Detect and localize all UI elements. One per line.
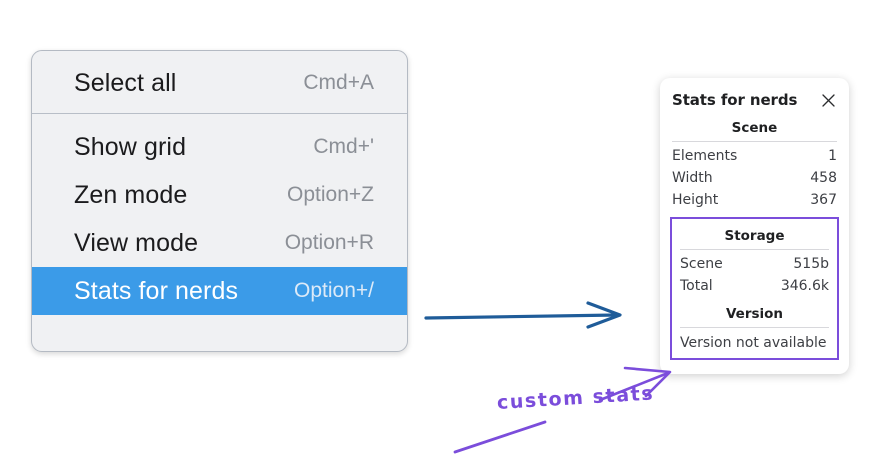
version-section: Version Version not available [678,297,831,352]
menu-item-zen-mode[interactable]: Zen mode Option+Z [32,171,407,219]
context-menu: Select all Cmd+A Show grid Cmd+' Zen mod… [31,50,408,352]
stats-panel: Stats for nerds Scene Elements 1 Width 4… [660,78,849,374]
stat-label: Scene [680,256,723,272]
menu-item-label: Stats for nerds [74,276,239,305]
storage-section-title: Storage [724,228,785,244]
annotation-label: custom stats [496,382,655,414]
stat-row-width: Width 458 [672,167,837,189]
stat-value: 458 [810,170,837,186]
menu-item-label: Show grid [74,132,187,161]
menu-item-shortcut: Option+Z [287,183,374,206]
menu-item-view-mode[interactable]: View mode Option+R [32,219,407,267]
menu-item-label: Zen mode [74,180,188,209]
menu-item-show-grid[interactable]: Show grid Cmd+' [32,123,407,171]
scene-section: Scene Elements 1 Width 458 Height 367 [670,111,839,211]
version-note: Version not available [680,335,827,351]
stat-label: Elements [672,148,738,164]
stat-row-storage-total: Total 346.6k [680,275,829,297]
menu-item-select-all[interactable]: Select all Cmd+A [32,59,407,107]
storage-divider [680,249,829,250]
stat-label: Total [680,278,713,294]
stats-panel-header: Stats for nerds [670,88,839,111]
menu-group-2: Show grid Cmd+' Zen mode Option+Z View m… [32,114,407,329]
menu-item-shortcut: Cmd+A [303,71,374,94]
stat-value: 367 [810,192,837,208]
menu-item-label: View mode [74,228,199,257]
stat-value: 1 [828,148,837,164]
stat-row-storage-scene: Scene 515b [680,253,829,275]
version-section-title: Version [725,306,784,322]
menu-item-shortcut: Option+/ [294,279,374,302]
menu-group-1: Select all Cmd+A [32,51,407,113]
menu-item-shortcut: Cmd+' [313,135,374,158]
stat-label: Height [672,192,719,208]
stat-row-elements: Elements 1 [672,145,837,167]
stat-row-height: Height 367 [672,189,837,211]
stat-label: Width [672,170,713,186]
stat-value: 346.6k [780,278,829,294]
storage-section: Storage Scene 515b Total 346.6k [678,219,831,297]
menu-item-shortcut: Option+R [284,231,374,254]
purple-underline-stroke [453,420,547,454]
menu-item-stats-for-nerds[interactable]: Stats for nerds Option+/ [32,267,407,315]
blue-pointer-arrow [424,301,622,329]
menu-item-label: Select all [74,68,177,97]
close-icon[interactable] [819,91,837,109]
menu-separator [32,113,407,114]
version-divider [680,327,829,328]
scene-section-title: Scene [731,120,778,136]
stats-panel-title: Stats for nerds [672,91,798,109]
scene-divider [672,141,837,142]
stat-value: 515b [793,256,829,272]
custom-stats-highlight-box: Storage Scene 515b Total 346.6k Version … [670,217,839,360]
